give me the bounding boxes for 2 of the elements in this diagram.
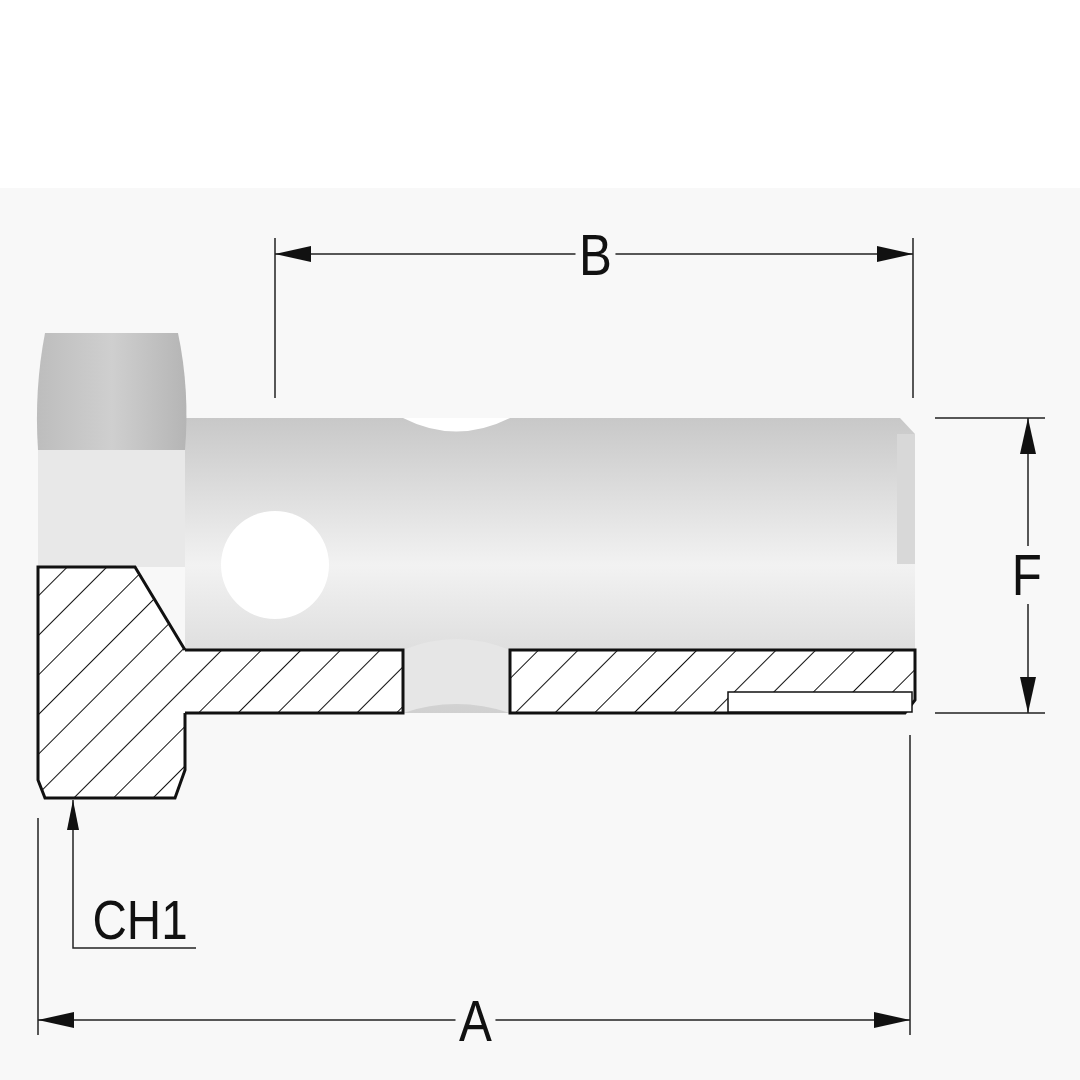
leader-line (67, 799, 197, 949)
callout-label: CH1 (92, 892, 188, 948)
